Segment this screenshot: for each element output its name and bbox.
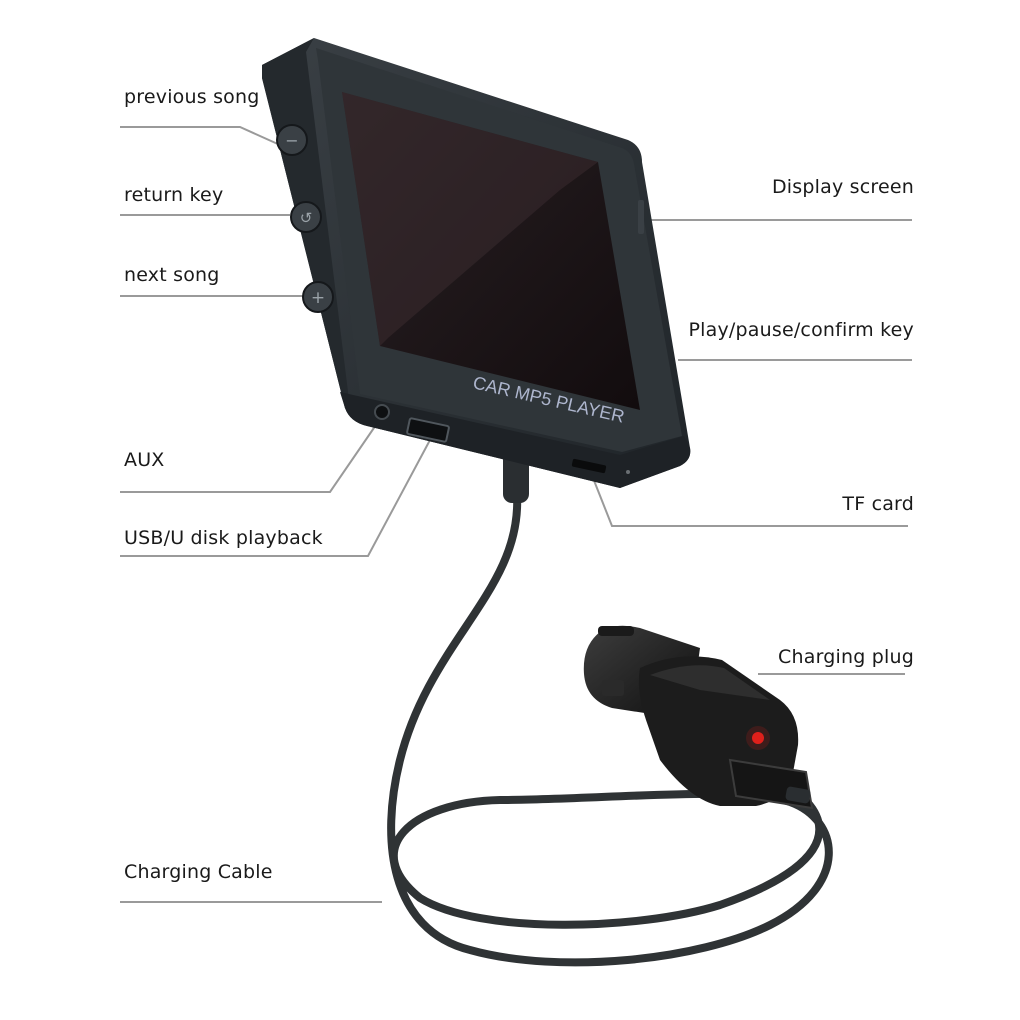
usb-connector-neck [785,786,811,804]
label-return-key: return key [124,184,224,206]
device-bottom-edge [340,392,691,488]
label-tf-card: TF card [842,493,914,515]
label-charging-cable: Charging Cable [124,861,273,883]
leader-lines [120,126,912,903]
side-key-notch[interactable] [638,200,644,234]
label-usb: USB/U disk playback [124,527,323,549]
previous-glyph-icon: − [285,131,298,150]
button-previous-song[interactable]: − [276,124,308,156]
leader-aux [120,421,379,493]
return-glyph-icon: ↺ [300,209,313,227]
plug-highlight [650,665,770,700]
charging-plug [583,625,814,810]
aux-port[interactable] [374,404,390,420]
label-next-song: next song [124,264,220,286]
led-indicator [752,732,764,744]
led-glow [746,726,770,750]
device-indicator-dot [626,470,630,474]
usb-port[interactable] [406,417,450,443]
label-play-pause: Play/pause/confirm key [688,319,914,341]
label-aux: AUX [124,449,165,471]
button-next-song[interactable]: + [302,281,334,313]
plug-contact-top [598,626,634,636]
label-charging-plug: Charging plug [778,646,914,668]
leader-tf-card [592,477,908,527]
label-previous-song: previous song [124,86,260,108]
mp5-player: CAR MP5 PLAYER − ↺ + [262,38,691,488]
tf-card-slot[interactable] [571,458,607,474]
next-glyph-icon: + [311,288,325,308]
leader-usb [120,439,431,557]
plug-spring-contact [602,680,624,696]
screen-glare [342,92,598,346]
label-display-screen: Display screen [771,176,914,198]
button-return-key[interactable]: ↺ [290,201,322,233]
leader-previous-song [120,126,281,146]
